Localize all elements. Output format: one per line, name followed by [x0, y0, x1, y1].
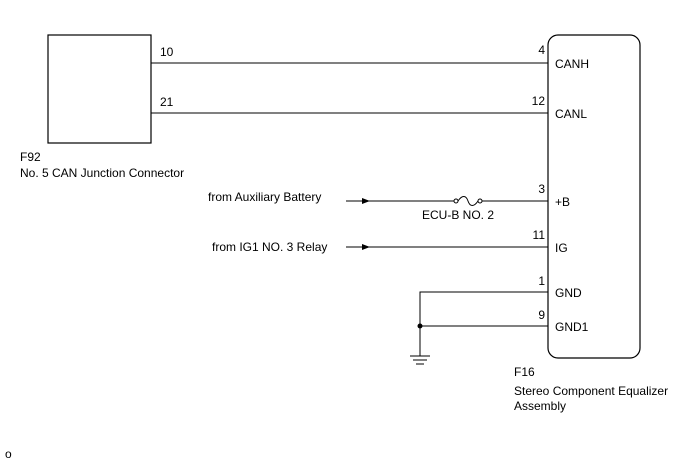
f16-name-line2: Assembly: [514, 399, 566, 413]
f92-pin-canh: 10: [160, 45, 174, 59]
f16-pin-gnd: 1: [538, 274, 545, 288]
f92-code: F92: [20, 150, 41, 164]
f16-pin-canh: 4: [538, 43, 545, 57]
ground-symbol-icon: [410, 355, 430, 365]
f16-term-ig: IG: [555, 241, 568, 255]
f16-pin-b: 3: [538, 182, 545, 196]
gnd-wire: [419, 291, 548, 356]
f16-code: F16: [514, 365, 535, 379]
battery-arrow-icon: [362, 198, 370, 204]
f16-pin-gnd1: 9: [538, 308, 545, 322]
fuse-label: ECU-B NO. 2: [422, 208, 494, 222]
f16-term-canl: CANL: [555, 107, 587, 121]
f16-pin-canl: 12: [532, 94, 546, 108]
connector-f92-box: [47, 34, 152, 144]
ig-arrow-icon: [362, 244, 370, 250]
f92-pin-canl: 21: [160, 95, 174, 109]
f16-pin-ig: 11: [533, 228, 546, 242]
ground-junction-dot: [417, 323, 423, 329]
component-f16-box: [547, 34, 641, 359]
f92-name: No. 5 CAN Junction Connector: [20, 166, 184, 180]
f16-term-b: +B: [555, 195, 570, 209]
battery-source-label: from Auxiliary Battery: [208, 190, 321, 204]
f16-term-gnd1: GND1: [555, 320, 589, 334]
f16-term-gnd: GND: [555, 286, 582, 300]
f16-name-line1: Stereo Component Equalizer: [514, 384, 668, 398]
ig1-source-label: from IG1 NO. 3 Relay: [212, 240, 327, 254]
f16-term-canh: CANH: [555, 57, 589, 71]
fuse-icon: [453, 196, 483, 206]
footer-mark: o: [5, 447, 12, 461]
